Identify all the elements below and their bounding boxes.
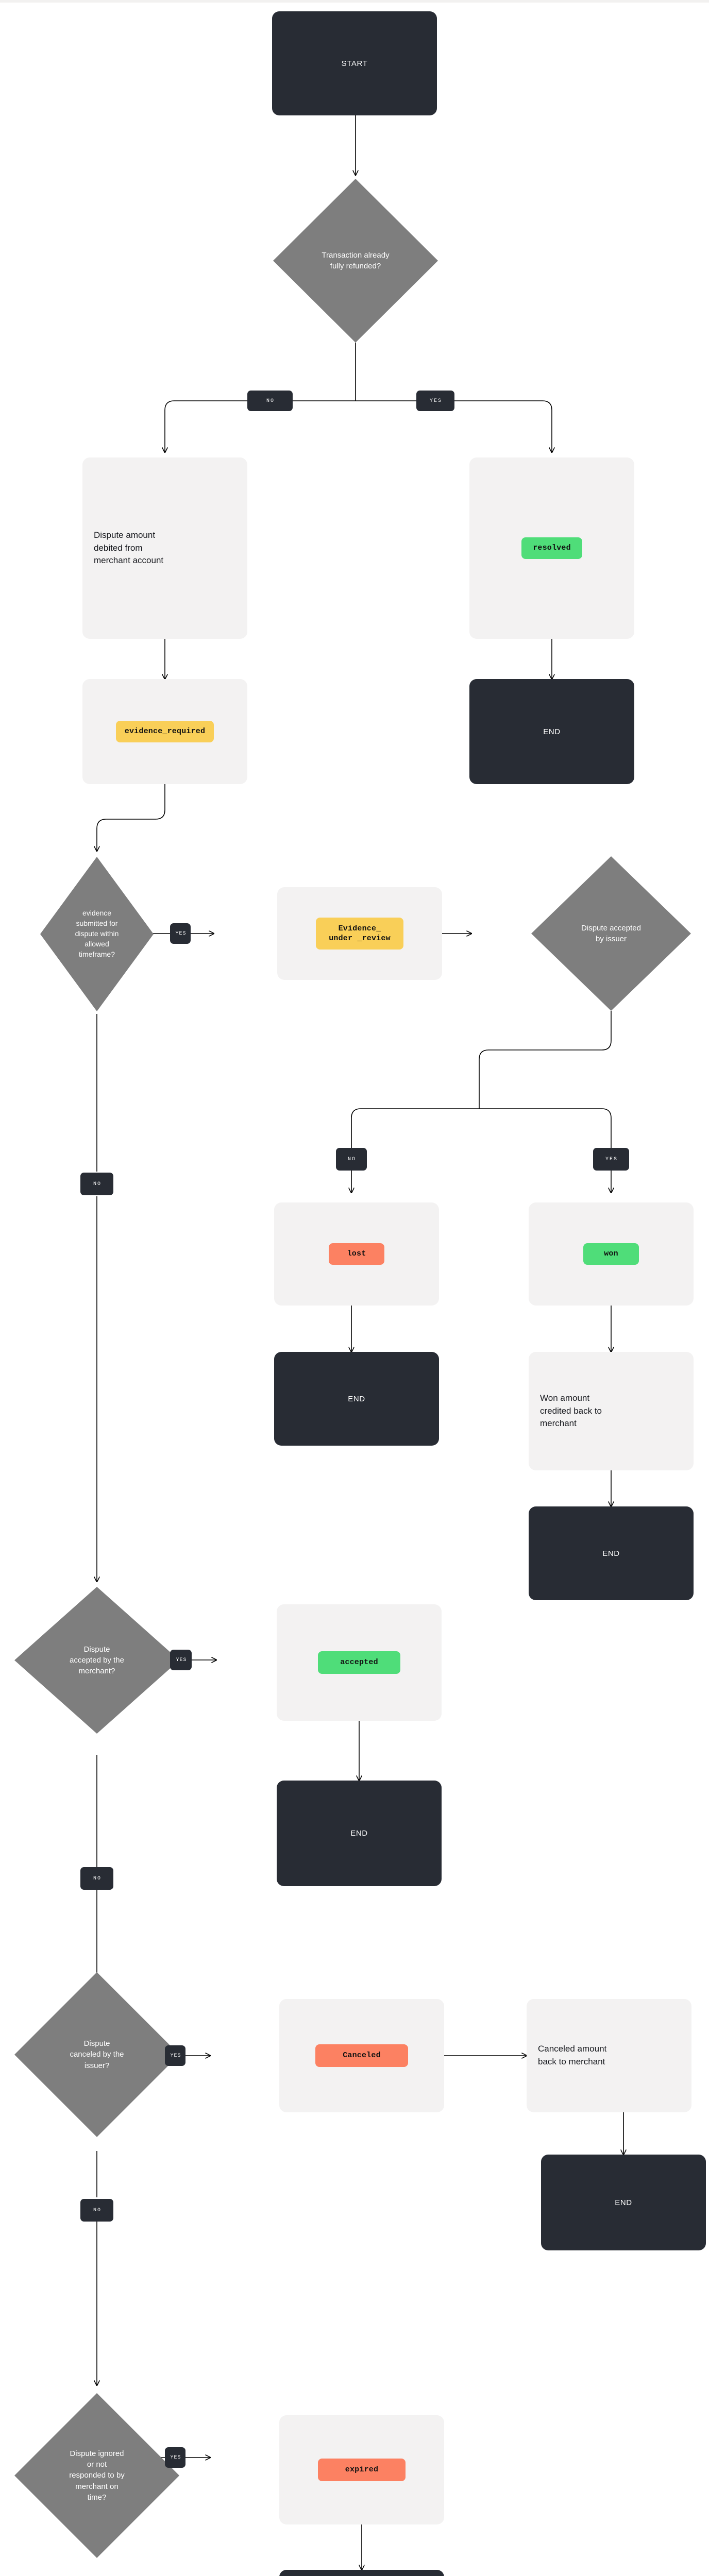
badge-merchant-yes-label: YES xyxy=(176,1657,187,1663)
status-chip-lost: lost xyxy=(329,1243,384,1265)
node-end-won[interactable]: END xyxy=(529,1506,694,1600)
node-dispute-debited-label: Dispute amount debited from merchant acc… xyxy=(94,530,164,566)
badge-merchant-no-label: NO xyxy=(93,1875,102,1882)
decision-evidence-submitted[interactable]: evidence submitted for dispute within al… xyxy=(40,857,154,1011)
node-end-resolved[interactable]: END xyxy=(469,679,634,784)
badge-evidence-yes-label: YES xyxy=(175,930,187,937)
node-end-lost-label: END xyxy=(348,1394,365,1403)
badge-evidence-no-label: NO xyxy=(93,1181,102,1187)
node-evidence-under-review-card[interactable]: Evidence_ under _review xyxy=(277,887,442,980)
badge-issuer-yes[interactable]: YES xyxy=(593,1148,629,1171)
edge-yes-to-resolved xyxy=(454,400,552,452)
badge-evidence-yes[interactable]: YES xyxy=(170,923,191,944)
decision-dispute-canceled-issuer[interactable]: Dispute canceled by the issuer? xyxy=(14,1972,179,2137)
node-canceled-back-label: Canceled amount back to merchant xyxy=(538,2044,607,2066)
status-chip-expired: expired xyxy=(318,2459,406,2481)
edge-issuer-to-yes xyxy=(479,1108,612,1148)
node-end-accepted[interactable]: END xyxy=(277,1781,442,1886)
node-end-accepted-label: END xyxy=(350,1829,368,1838)
top-strip xyxy=(0,0,709,3)
decision-dispute-ignored-label: Dispute ignored or not responded to by m… xyxy=(69,2449,125,2502)
status-chip-evidence-under-review: Evidence_ under _review xyxy=(316,918,403,950)
decision-dispute-accepted-issuer-label: Dispute accepted by issuer xyxy=(581,923,641,943)
badge-issuer-yes-label: YES xyxy=(605,1156,618,1162)
badge-refunded-no-label: NO xyxy=(266,398,275,404)
decision-dispute-ignored[interactable]: Dispute ignored or not responded to by m… xyxy=(14,2393,179,2558)
badge-issuer-no-label: NO xyxy=(347,1156,356,1162)
node-end-resolved-label: END xyxy=(543,727,561,736)
decision-transaction-refunded-label: Transaction already fully refunded? xyxy=(322,250,390,270)
edge-q-issuer-down xyxy=(479,1011,612,1109)
node-end-won-label: END xyxy=(602,1549,620,1558)
badge-refunded-yes[interactable]: YES xyxy=(416,391,454,411)
decision-evidence-submitted-label: evidence submitted for dispute within al… xyxy=(75,909,119,958)
decision-dispute-accepted-merchant[interactable]: Dispute accepted by the merchant? xyxy=(14,1587,179,1734)
badge-canceled-no-label: NO xyxy=(93,2207,102,2213)
node-lost-card[interactable]: lost xyxy=(274,1202,439,1306)
status-chip-canceled: Canceled xyxy=(315,2044,408,2067)
status-chip-accepted: accepted xyxy=(318,1651,400,1674)
node-won-credited-label: Won amount credited back to merchant xyxy=(540,1393,602,1429)
badge-canceled-no[interactable]: NO xyxy=(80,2199,113,2222)
node-end-canceled-label: END xyxy=(615,2198,632,2207)
badge-merchant-no[interactable]: NO xyxy=(80,1867,113,1890)
status-chip-won: won xyxy=(583,1243,639,1265)
node-start[interactable]: START xyxy=(272,11,437,115)
node-won-credited[interactable]: Won amount credited back to merchant xyxy=(529,1352,694,1470)
node-end-lost[interactable]: END xyxy=(274,1352,439,1446)
node-accepted-card[interactable]: accepted xyxy=(277,1604,442,1721)
node-end-expired[interactable]: END xyxy=(279,2570,444,2576)
decision-dispute-accepted-issuer[interactable]: Dispute accepted by issuer xyxy=(531,856,691,1011)
status-chip-evidence-required: evidence_required xyxy=(116,721,214,742)
decision-dispute-canceled-issuer-label: Dispute canceled by the issuer? xyxy=(70,2039,124,2070)
status-chip-resolved: resolved xyxy=(521,537,582,559)
node-resolved-card[interactable]: resolved xyxy=(469,457,634,639)
badge-issuer-no[interactable]: NO xyxy=(336,1148,367,1171)
edge-issuer-to-no xyxy=(351,1108,479,1148)
node-won-card[interactable]: won xyxy=(529,1202,694,1306)
badge-ignored-yes[interactable]: YES xyxy=(165,2447,185,2468)
node-evidence-required-card[interactable]: evidence_required xyxy=(82,679,247,784)
badge-refunded-no[interactable]: NO xyxy=(247,391,293,411)
node-start-label: START xyxy=(341,59,368,68)
node-expired-card[interactable]: expired xyxy=(279,2415,444,2524)
node-canceled-back[interactable]: Canceled amount back to merchant xyxy=(527,1999,691,2112)
edge-evidence-required-to-q-evidence xyxy=(97,784,165,851)
node-dispute-debited[interactable]: Dispute amount debited from merchant acc… xyxy=(82,457,247,639)
decision-dispute-accepted-merchant-label: Dispute accepted by the merchant? xyxy=(70,1645,124,1676)
node-end-canceled[interactable]: END xyxy=(541,2155,706,2250)
badge-evidence-no[interactable]: NO xyxy=(80,1173,113,1195)
badge-canceled-yes-label: YES xyxy=(170,2053,181,2059)
badge-ignored-yes-label: YES xyxy=(170,2454,181,2461)
badge-merchant-yes[interactable]: YES xyxy=(170,1650,192,1670)
edge-no-to-debited xyxy=(165,400,247,452)
badge-refunded-yes-label: YES xyxy=(429,398,442,404)
decision-transaction-refunded[interactable]: Transaction already fully refunded? xyxy=(273,179,438,343)
badge-canceled-yes[interactable]: YES xyxy=(165,2045,185,2066)
node-canceled-card[interactable]: Canceled xyxy=(279,1999,444,2112)
